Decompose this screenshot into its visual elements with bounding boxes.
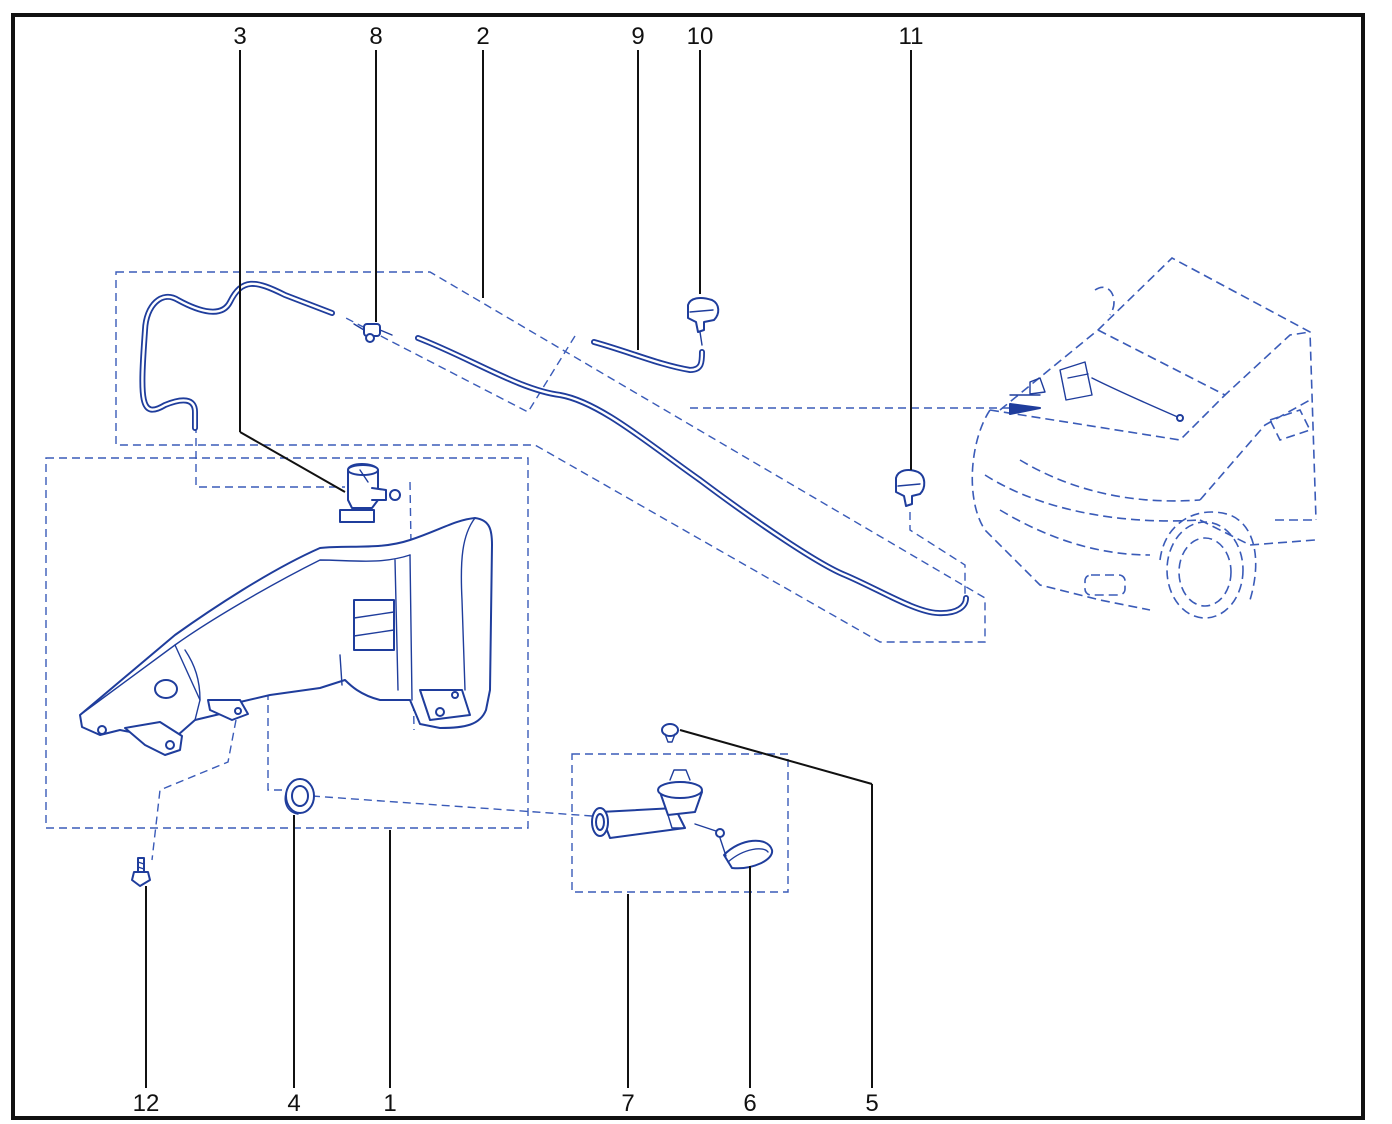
callout-10: 10 bbox=[687, 23, 714, 50]
leader-lines bbox=[145, 50, 912, 1088]
guide-dash-nozzle11 bbox=[909, 512, 966, 596]
callout-8: 8 bbox=[369, 23, 382, 50]
filler-plug bbox=[661, 723, 679, 743]
filler-neck bbox=[591, 769, 725, 839]
hose-branch-dash bbox=[341, 315, 576, 413]
callout-5: 5 bbox=[865, 1090, 878, 1117]
group-outline-filler-neck bbox=[571, 753, 789, 893]
guide-dash-bolt bbox=[151, 719, 237, 861]
vehicle-outline bbox=[971, 257, 1317, 619]
washer-pump bbox=[339, 463, 401, 523]
callout-4: 4 bbox=[287, 1090, 300, 1117]
leader-3-diag bbox=[239, 431, 346, 493]
guide-dash-grommet-filler bbox=[311, 795, 593, 817]
callout-9: 9 bbox=[631, 23, 644, 50]
group-outline-hose-assembly bbox=[115, 271, 986, 643]
callout-3: 3 bbox=[233, 23, 246, 50]
washer-nozzle-upper bbox=[687, 296, 720, 346]
callout-11: 11 bbox=[899, 23, 924, 50]
washer-hose-main bbox=[139, 280, 969, 617]
washer-reservoir bbox=[79, 517, 493, 756]
callout-1: 1 bbox=[383, 1090, 396, 1117]
callout-12: 12 bbox=[133, 1090, 160, 1117]
mounting-bolt bbox=[131, 857, 151, 887]
guide-dash-pump bbox=[195, 425, 345, 488]
leader-5-diag bbox=[679, 729, 873, 785]
callout-6: 6 bbox=[743, 1090, 756, 1117]
guide-dash-grommet bbox=[267, 692, 290, 791]
washer-hose-branch bbox=[591, 339, 705, 373]
vehicle-hood-hardware bbox=[1009, 361, 1184, 422]
hose-connector bbox=[353, 323, 393, 343]
callout-labels: 3 8 2 9 10 11 12 4 1 7 6 5 bbox=[133, 23, 924, 1117]
grommet bbox=[284, 778, 315, 815]
washer-nozzle-lower bbox=[895, 469, 926, 507]
diagram-frame bbox=[11, 13, 1365, 1120]
callout-2: 2 bbox=[476, 23, 489, 50]
filler-cap bbox=[719, 837, 774, 870]
callout-7: 7 bbox=[621, 1090, 634, 1117]
